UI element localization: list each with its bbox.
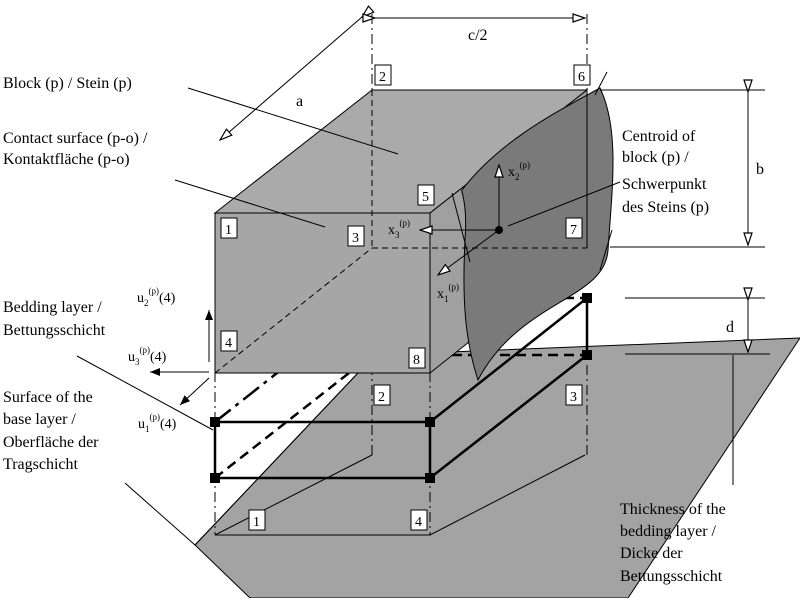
label-thickness-3: Dicke der — [620, 545, 683, 562]
base-node-2: 2 — [378, 390, 385, 405]
base-node-1: 1 — [253, 515, 260, 530]
label-contact-1: Contact surface (p-o) / — [3, 130, 148, 147]
label-surface-4: Tragschicht — [3, 456, 79, 473]
svg-text:u3(p)(4): u3(p)(4) — [128, 345, 167, 367]
label-surface-2: base layer / — [3, 411, 76, 428]
base-node-3: 3 — [570, 390, 577, 405]
label-x3: x3(p) — [388, 218, 410, 240]
label-surface-3: Oberfläche der — [3, 434, 99, 451]
section-ticks — [451, 71, 613, 271]
base-plane-edge-left — [194, 354, 376, 546]
svg-text:x2(p): x2(p) — [508, 160, 530, 182]
label-bedding-1: Bedding layer / — [3, 299, 102, 316]
node-8: 8 — [413, 353, 420, 368]
label-block: Block (p) / Stein (p) — [3, 75, 132, 92]
svg-text:u1(p)(4): u1(p)(4) — [138, 412, 177, 434]
label-thickness-1: Thickness of the — [620, 501, 726, 518]
label-contact-2: Kontaktfläche (p-o) — [3, 151, 130, 168]
dimension-label-b: b — [756, 161, 764, 178]
node-3: 3 — [352, 231, 359, 246]
node-5: 5 — [422, 190, 429, 205]
label-centroid-2: block (p) / — [622, 149, 689, 166]
axis-x1 — [438, 229, 500, 275]
label-centroid-4: des Steins (p) — [622, 199, 709, 216]
base-node-4: 4 — [415, 515, 422, 530]
block-hidden-edges — [214, 90, 587, 374]
dimension-label-d: d — [726, 319, 734, 336]
svg-text:x1(p): x1(p) — [437, 282, 459, 304]
node-6: 6 — [578, 70, 585, 85]
block-cut-surface — [461, 87, 614, 382]
node-2: 2 — [379, 70, 386, 85]
node-boxes — [220, 64, 591, 531]
block-front-face — [214, 212, 431, 374]
arrow-u1 — [179, 377, 210, 406]
footprint-edge-back — [214, 454, 373, 536]
leader-lines — [76, 87, 734, 546]
label-u2: u2(p)(4) — [137, 286, 176, 308]
label-thickness-4: Bettungsschicht — [620, 568, 723, 585]
svg-text:u2(p)(4): u2(p)(4) — [137, 286, 176, 308]
label-bedding-2: Bettungsschicht — [3, 322, 106, 339]
dimension-label-c2: c/2 — [468, 27, 488, 44]
dimension-line-a — [220, 17, 362, 140]
label-x1: x1(p) — [437, 282, 459, 304]
dimension-label-a: a — [296, 93, 303, 110]
label-thickness-2: bedding layer / — [620, 523, 717, 540]
label-centroid-3: Schwerpunkt — [622, 176, 707, 193]
label-centroid-1: Centroid of — [622, 128, 696, 145]
node-7: 7 — [570, 223, 577, 238]
label-u3: u3(p)(4) — [128, 345, 167, 367]
node-1: 1 — [225, 223, 232, 238]
svg-text:x3(p): x3(p) — [388, 218, 410, 240]
label-x2: x2(p) — [508, 160, 530, 182]
node-4: 4 — [225, 336, 232, 351]
label-u1: u1(p)(4) — [138, 412, 177, 434]
label-surface-1: Surface of the — [3, 389, 93, 406]
base-layer-plane — [194, 337, 800, 598]
